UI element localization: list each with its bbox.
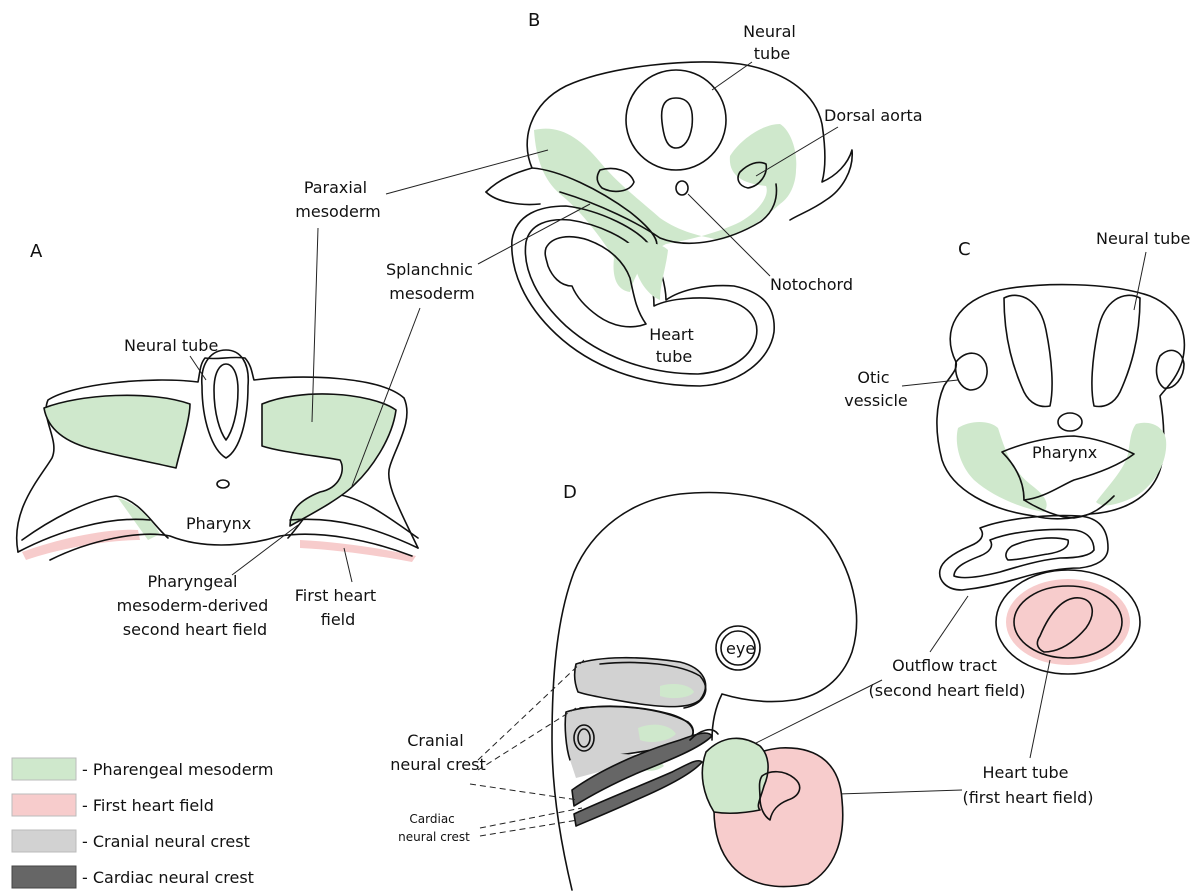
panel-d-outflow-leader (738, 680, 882, 752)
panel-c-neural-tube-left (1004, 295, 1052, 406)
legend-label-cranial-neural-crest: - Cranial neural crest (82, 832, 250, 851)
panel-b-paraxial-leader (386, 150, 548, 194)
panel-a-neural-tube-label: Neural tube (124, 336, 218, 355)
panel-b-neural-tube (626, 70, 726, 170)
panel-b-notochord-leader (688, 194, 770, 276)
panel-b-paraxial-label: Paraxial mesoderm (295, 178, 380, 221)
panel-b-neural-tube-label: Neural tube (743, 22, 801, 63)
panel-b-neural-tube-leader (712, 62, 752, 90)
panel-a-fhf-left (22, 530, 140, 560)
panel-c-outflow-tract (940, 516, 1108, 590)
panel-b-neural-lumen (662, 98, 693, 148)
panel-a-shf-label: Pharyngeal mesoderm-derived second heart… (117, 572, 274, 639)
panel-b-body-lower (486, 192, 540, 205)
panel-b-notochord-label: Notochord (770, 275, 853, 294)
panel-b-splanchnic-leader (478, 204, 590, 264)
panel-a-fhf-leader (344, 548, 352, 582)
panel-d-heart-tube-leader (838, 790, 962, 794)
panel-b-dorsal-aorta-label: Dorsal aorta (824, 106, 923, 125)
panel-c-otic-left (956, 353, 987, 390)
panel-a: A Neural tube Pharynx Pharyngeal mesoder… (17, 241, 418, 639)
panel-c-otic-label: Otic vessicle (844, 368, 908, 410)
legend-swatch-first-heart-field (12, 794, 76, 816)
panel-d-letter: D (563, 482, 577, 503)
panel-b-notochord (676, 181, 688, 195)
panel-c-neural-tube-right (1092, 295, 1140, 406)
panel-d-cranial-label: Cranial neural crest (390, 731, 486, 774)
legend-label-first-heart-field: - First heart field (82, 796, 214, 815)
panel-c-outflow-lumen (1006, 538, 1068, 560)
panel-d-cardiac-leader-1 (480, 808, 582, 828)
panel-d-cardiac-label: Cardiac neural crest (398, 812, 470, 844)
panel-b-heart-tube-label: Heart tube (649, 325, 699, 366)
panel-a-pharynx-label: Pharynx (186, 514, 251, 533)
panel-c-heart-tube-label: Heart tube (first heart field) (962, 763, 1093, 807)
panel-d-heart-outflow (702, 738, 768, 813)
panel-d-cranial-leader-3 (470, 784, 578, 800)
panel-c-notochord (1058, 413, 1082, 431)
panel-c-outflow-label: Outflow tract (second heart field) (869, 656, 1026, 700)
panel-d-cranial-crest-1 (575, 658, 706, 707)
legend-label-pharyngeal-mesoderm: - Pharengeal mesoderm (82, 760, 273, 779)
panel-a-mesoderm-left (44, 395, 190, 468)
panel-d-cardiac-leader-2 (480, 820, 578, 836)
panel-c-pharynx-label: Pharynx (1032, 443, 1097, 462)
panel-a-mesoderm-right (262, 394, 396, 526)
panel-c-heart-tube-fhf (1006, 579, 1130, 665)
panel-d: D Cranial neural crest (390, 482, 856, 890)
legend-swatch-pharyngeal-mesoderm (12, 758, 76, 780)
legend-swatch-cardiac-neural-crest (12, 866, 76, 888)
panel-a-notochord (217, 480, 229, 488)
panel-a-letter: A (30, 241, 43, 262)
panel-d-cranial-leader-2 (478, 708, 576, 770)
legend: - Pharengeal mesoderm - First heart fiel… (12, 758, 273, 888)
panel-b-splanchnic-label: Splanchnic mesoderm (386, 260, 478, 303)
panel-c-neural-tube-label: Neural tube (1096, 229, 1190, 248)
panel-c-letter: C (958, 239, 971, 260)
panel-b-letter: B (528, 10, 540, 31)
panel-c-heart-tube-leader (1030, 660, 1050, 758)
panel-c-otic-leader (902, 380, 958, 386)
panel-a-paraxial-leader (312, 228, 318, 422)
panel-c-outflow-leader (930, 596, 968, 652)
panel-a-fhf-label: First heart field (295, 586, 382, 629)
legend-label-cardiac-neural-crest: - Cardiac neural crest (82, 868, 254, 887)
panel-c-mesoderm-right (1096, 423, 1166, 506)
panel-a-neural-tube (202, 350, 248, 458)
legend-swatch-cranial-neural-crest (12, 830, 76, 852)
panel-a-neural-lumen (214, 364, 238, 440)
panel-d-eye-label: eye (726, 639, 755, 658)
